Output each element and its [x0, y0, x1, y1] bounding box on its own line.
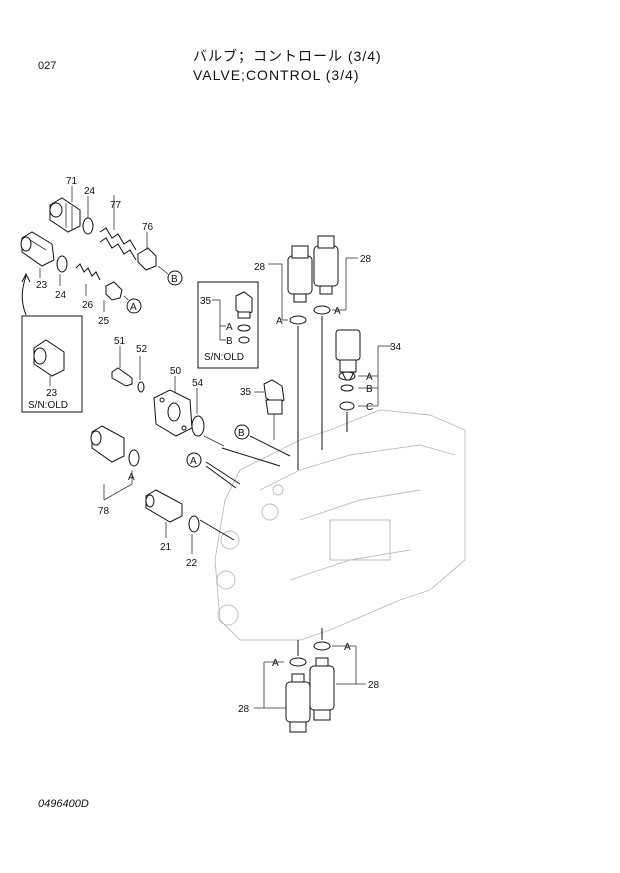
note-sn-old-right: S/N:OLD — [204, 352, 244, 363]
callout-28-upper-left: 28 — [254, 262, 266, 273]
part-51-bolt — [111, 367, 133, 387]
title-japanese: バルブ；コントロール (3/4) — [193, 48, 382, 64]
drawing-number: 0496400D — [38, 798, 89, 810]
o-ring-28-lower-right — [313, 641, 331, 651]
ref-a-78: A — [128, 472, 135, 483]
callout-76: 76 — [142, 222, 154, 233]
callout-78: 78 — [98, 506, 110, 517]
part-77-spring — [99, 195, 137, 261]
page-number: 027 — [38, 60, 57, 72]
part-35-old-o-ring-b — [238, 336, 250, 344]
part-54-o-ring — [191, 415, 205, 437]
ref-a-28-lower-right: A — [344, 642, 351, 653]
part-24-o-ring-upper — [82, 217, 94, 235]
ref-b-34: B — [366, 384, 373, 395]
part-35-fitting — [263, 379, 285, 415]
callout-52: 52 — [136, 344, 148, 355]
old-version-box-left — [21, 315, 83, 413]
part-21-spool — [145, 489, 183, 523]
ref-a-28-upper-right: A — [334, 306, 341, 317]
valve-body — [214, 409, 466, 641]
ref-a-circle-mid: A — [190, 456, 197, 467]
callout-25: 25 — [98, 316, 110, 327]
callout-23-old: 23 — [46, 388, 58, 399]
ref-b-circle-mid: B — [238, 428, 245, 439]
part-28-solenoid-upper-left — [287, 245, 313, 303]
callout-35: 35 — [240, 387, 252, 398]
callout-22: 22 — [186, 558, 198, 569]
callout-50: 50 — [170, 366, 182, 377]
ref-a-28-upper-left: A — [276, 316, 283, 327]
ref-c-34: C — [366, 402, 373, 413]
ref-b-circle-top: B — [171, 274, 178, 285]
callout-28-upper-right: 28 — [360, 254, 372, 265]
callout-28-lower-right: 28 — [368, 680, 380, 691]
part-28-solenoid-lower-left — [285, 673, 311, 733]
callout-54: 54 — [192, 378, 204, 389]
callout-35-old: 35 — [200, 296, 212, 307]
part-50-flange — [153, 389, 193, 437]
callout-26: 26 — [82, 300, 94, 311]
callout-21: 21 — [160, 542, 172, 553]
ref-a-28-lower-left: A — [272, 658, 279, 669]
part-78-plug — [90, 425, 125, 463]
part-24-o-ring-lower — [56, 255, 68, 273]
part-76-spacer — [137, 232, 157, 271]
part-28-solenoid-lower-right — [309, 657, 335, 721]
o-ring-34-b — [340, 384, 354, 392]
part-34-valve — [335, 329, 361, 381]
part-35-old-o-ring-a — [237, 324, 251, 332]
callout-23-upper: 23 — [36, 280, 48, 291]
note-sn-old-left: S/N:OLD — [28, 400, 68, 411]
o-ring-34-c — [339, 401, 355, 411]
o-ring-28-upper-left — [289, 315, 307, 325]
ref-a-circle-left: A — [130, 302, 137, 313]
o-ring-28-lower-left — [289, 657, 307, 667]
part-26-spring — [75, 263, 101, 281]
callout-71: 71 — [66, 176, 78, 187]
part-52-washer — [137, 381, 145, 393]
callout-34: 34 — [390, 342, 402, 353]
callout-51: 51 — [114, 336, 126, 347]
part-78-o-ring — [128, 449, 140, 467]
callout-24-upper: 24 — [84, 186, 96, 197]
part-35-old-fitting — [235, 291, 253, 319]
ref-a-34: A — [366, 372, 373, 383]
part-22-o-ring — [188, 515, 200, 533]
old-version-arrow — [21, 275, 27, 316]
ref-b-old: B — [226, 336, 233, 347]
part-25-poppet — [105, 281, 123, 301]
title-english: VALVE;CONTROL (3/4) — [193, 67, 360, 83]
o-ring-34-a — [338, 371, 356, 381]
callout-24-lower: 24 — [55, 290, 67, 301]
callout-77: 77 — [110, 200, 122, 211]
o-ring-28-upper-right — [313, 305, 331, 315]
part-28-solenoid-upper-right — [313, 235, 339, 295]
part-71-plug — [49, 197, 81, 233]
ref-a-old: A — [226, 322, 233, 333]
old-version-box-right — [197, 281, 259, 369]
part-23-old-plug — [33, 339, 65, 377]
callout-28-lower-left: 28 — [238, 704, 250, 715]
part-23-plug — [20, 231, 55, 267]
